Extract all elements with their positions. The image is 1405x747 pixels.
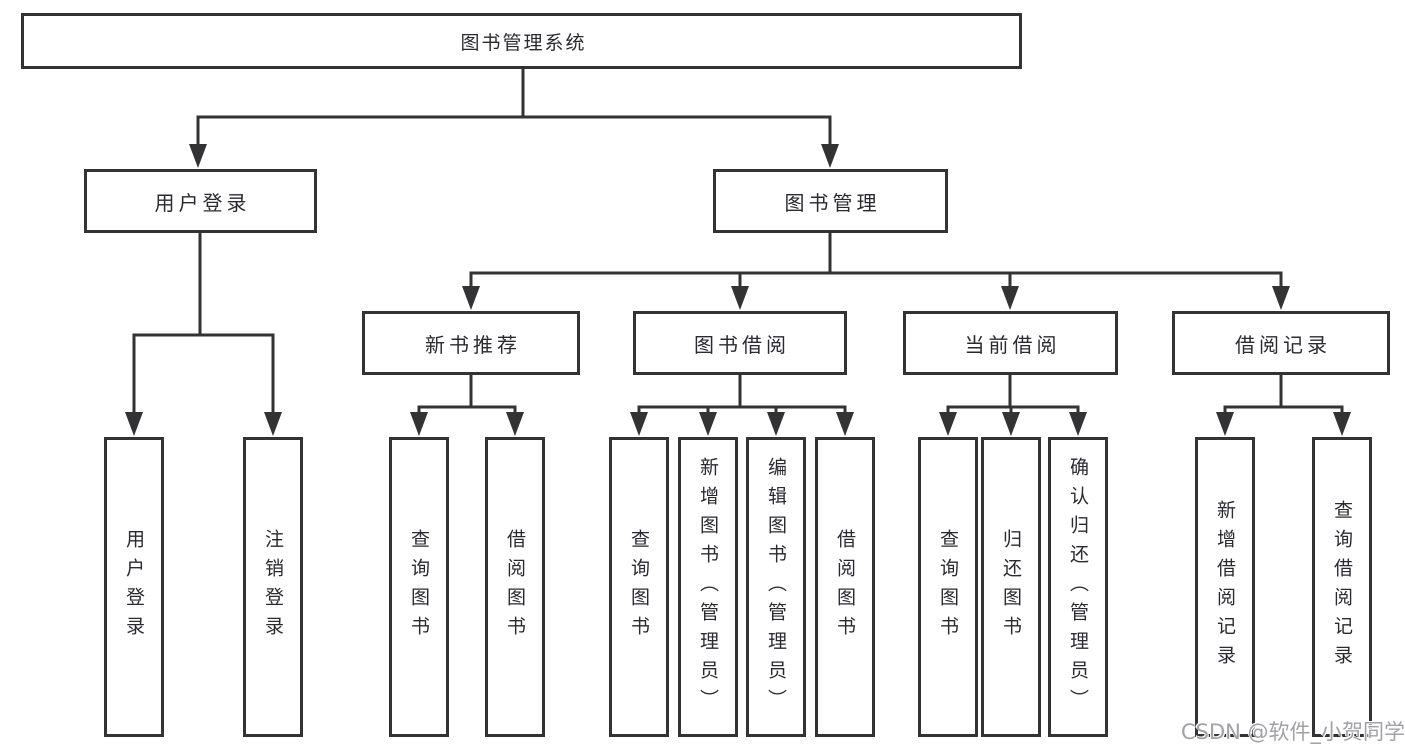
node-user-login: 用户登录 [84,169,317,233]
node-new-book-recommend: 新书推荐 [362,311,580,375]
leaf-add-book-admin: 新增图书（管理员） [678,437,738,737]
leaf-query-borrow-record: 查询借阅记录 [1312,437,1372,737]
arrowheads [125,144,1351,436]
csdn-watermark: CSDN @软件_小贺同学 [1181,720,1405,744]
leaf-borrow-book-recommend: 借阅图书 [485,437,545,737]
leaf-query-book-current: 查询图书 [918,437,978,737]
leaf-add-borrow-record: 新增借阅记录 [1195,437,1255,737]
leaf-confirm-return-admin: 确认归还（管理员） [1048,437,1108,737]
leaf-query-book-recommend: 查询图书 [389,437,449,737]
leaf-edit-book-admin: 编辑图书（管理员） [746,437,806,737]
tree-edges [132,69,1344,414]
node-book-borrow: 图书借阅 [633,311,847,375]
node-borrow-record: 借阅记录 [1172,311,1390,375]
node-current-borrow: 当前借阅 [903,311,1118,375]
node-book-management: 图书管理 [713,169,948,233]
leaf-return-book: 归还图书 [981,437,1041,737]
node-root-library-system: 图书管理系统 [21,13,1022,69]
leaf-query-book-borrow: 查询图书 [609,437,669,737]
leaf-logout: 注销登录 [243,437,303,737]
leaf-borrow-book: 借阅图书 [815,437,875,737]
leaf-user-login: 用户登录 [104,437,164,737]
